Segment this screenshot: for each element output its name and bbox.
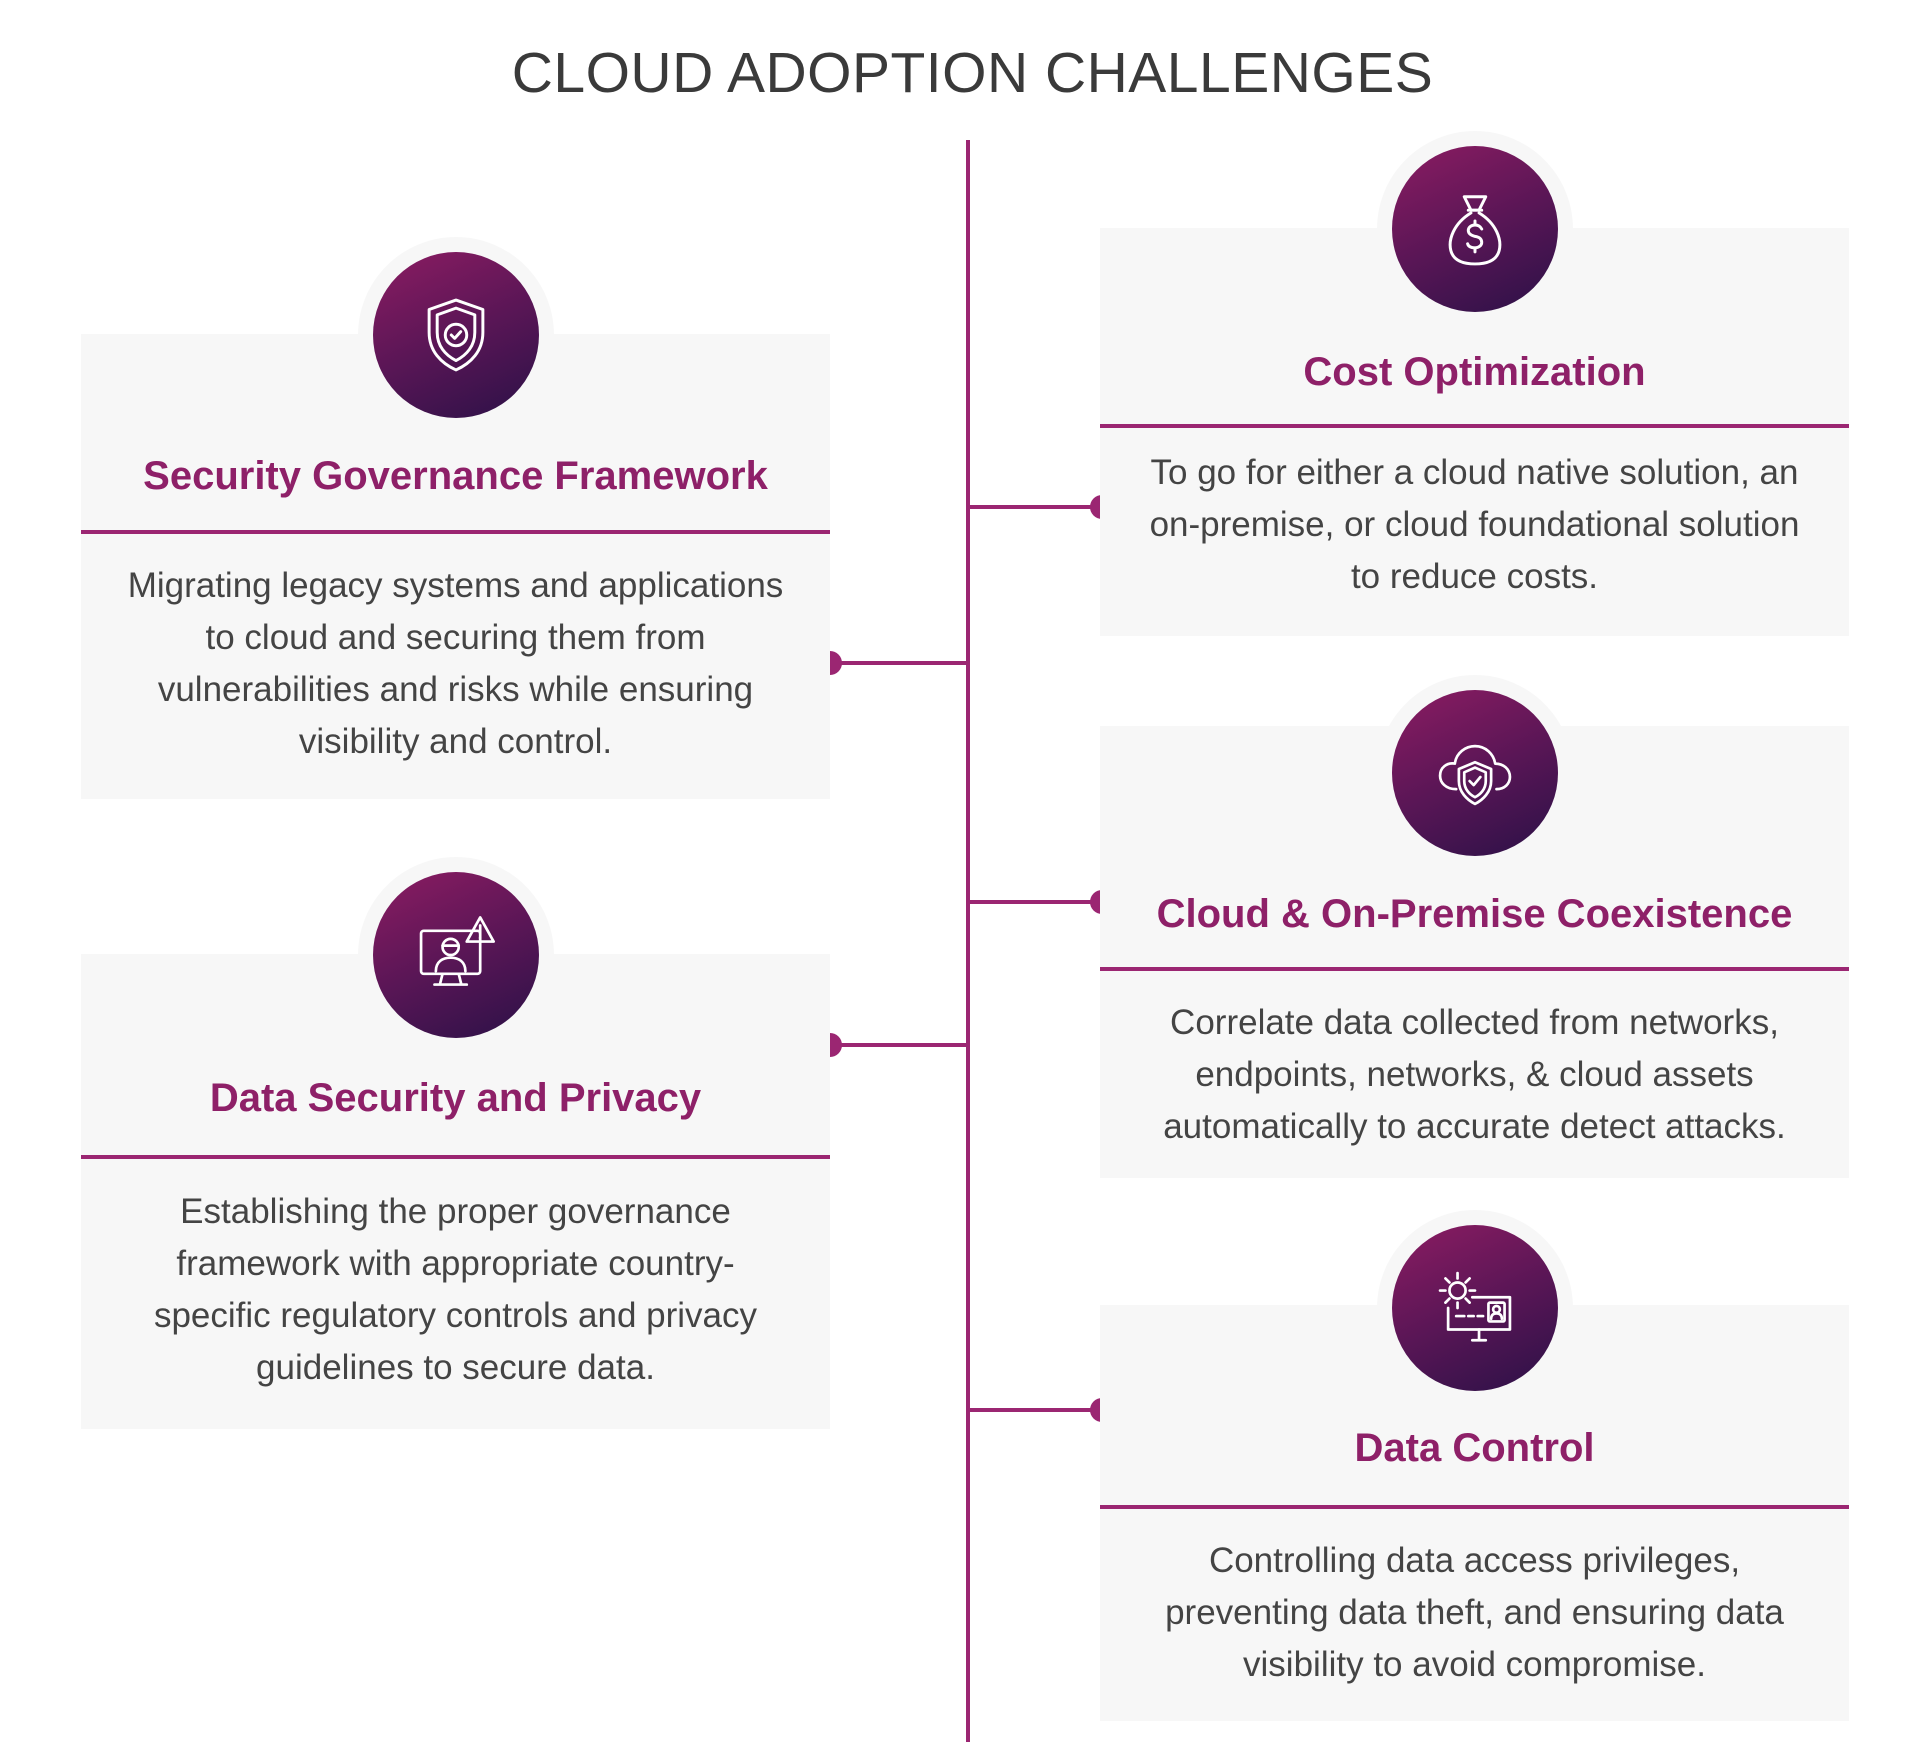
card-title: Security Governance Framework — [143, 454, 768, 498]
badge-data-security — [373, 872, 539, 1038]
card-title: Data Security and Privacy — [209, 1076, 702, 1120]
card-divider — [1100, 967, 1849, 971]
card-description: Controlling data access privileges, prev… — [1165, 1541, 1784, 1684]
card-divider — [81, 530, 830, 534]
connector-cloud-coexistence — [968, 900, 1100, 904]
connector-data-security — [830, 1043, 968, 1047]
badge-security-governance — [373, 252, 539, 418]
card-divider — [81, 1155, 830, 1159]
connector-data-control — [968, 1408, 1100, 1412]
badge-cost-optimization — [1392, 146, 1558, 312]
card-title: Cloud & On-Premise Coexistence — [1156, 892, 1793, 936]
page-title: CLOUD ADOPTION CHALLENGES — [511, 41, 1434, 105]
money-bag-icon — [1448, 195, 1502, 266]
card-title: Data Control — [1354, 1426, 1595, 1470]
card-divider — [1100, 1505, 1849, 1509]
card-description: To go for either a cloud native solution… — [1149, 453, 1800, 596]
card-description: Establishing the proper governance frame… — [153, 1192, 758, 1387]
connector-cost-optimization — [968, 505, 1100, 509]
badge-data-control — [1392, 1225, 1558, 1391]
card-data-security: Data Security and Privacy Establishing t… — [81, 954, 830, 1429]
card-description: Migrating legacy systems and application… — [127, 566, 784, 761]
card-divider — [1100, 424, 1849, 428]
connector-security-governance — [830, 661, 968, 665]
badge-cloud-coexistence — [1392, 690, 1558, 856]
cloud-shield-icon — [1438, 744, 1512, 806]
timeline-spine — [966, 140, 970, 1742]
gear-monitor-icon — [1438, 1271, 1512, 1342]
shield-check-icon — [427, 298, 485, 372]
hacker-monitor-alert-icon — [419, 916, 495, 986]
card-title: Cost Optimization — [1303, 350, 1646, 394]
card-description: Correlate data collected from networks, … — [1163, 1003, 1786, 1146]
